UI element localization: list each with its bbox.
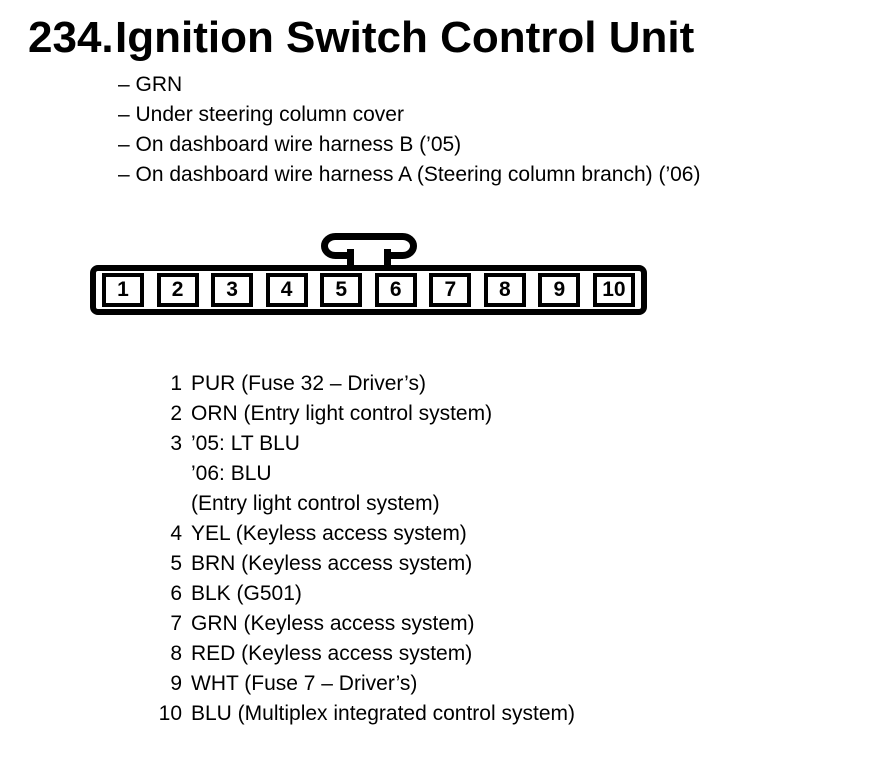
pinout-pin-description: GRN (Keyless access system) (191, 609, 475, 639)
pinout-line: PUR (Fuse 32 – Driver’s) (191, 372, 426, 395)
attribute-item: – GRN (118, 73, 183, 96)
connector-pin-cell: 4 (265, 273, 308, 307)
attribute-list: – GRN – Under steering column cover – On d… (118, 70, 700, 190)
pinout-line: ’06: BLU (191, 462, 272, 485)
pinout-line: ORN (Entry light control system) (191, 402, 493, 425)
page-header: 234. Ignition Switch Control Unit (28, 16, 694, 60)
pinout-pin-number: 9 (170, 672, 182, 695)
pinout-row: 1 PUR (Fuse 32 – Driver’s) (0, 369, 575, 399)
attribute-item: – On dashboard wire harness A (Steering … (118, 163, 701, 186)
pinout-row: 5 BRN (Keyless access system) (0, 549, 575, 579)
connector-latch (321, 233, 417, 269)
pinout-row: 7 GRN (Keyless access system) (0, 609, 575, 639)
connector-pin-cell: 7 (429, 273, 472, 307)
pinout-pin-description: RED (Keyless access system) (191, 639, 472, 669)
connector-pin-cell: 10 (592, 273, 635, 307)
pinout-pin-description: YEL (Keyless access system) (191, 519, 467, 549)
pinout-pin-description: BRN (Keyless access system) (191, 549, 472, 579)
attribute-item: – On dashboard wire harness B (’05) (118, 133, 462, 156)
pinout-pin-number: 3 (170, 432, 182, 455)
attribute-item: – Under steering column cover (118, 103, 404, 126)
pinout-pin-number: 6 (170, 582, 182, 605)
pinout-pin-description: ORN (Entry light control system) (191, 399, 492, 429)
pinout-line: RED (Keyless access system) (191, 642, 473, 665)
pinout-line: YEL (Keyless access system) (191, 522, 467, 545)
pinout-line: BLK (G501) (191, 582, 302, 605)
pinout-list: 1 PUR (Fuse 32 – Driver’s) 2 ORN (Entry lig… (0, 369, 575, 729)
pinout-line: WHT (Fuse 7 – Driver’s) (191, 672, 418, 695)
pinout-line: BLU (Multiplex integrated control system… (191, 702, 575, 725)
connector-pin-cell: 2 (156, 273, 199, 307)
pinout-pin-number: 7 (170, 612, 182, 635)
pinout-line: (Entry light control system) (191, 492, 440, 515)
pinout-pin-number: 10 (158, 702, 182, 725)
pinout-pin-description: ’05: LT BLU ’06: BLU (Entry light control … (191, 429, 440, 519)
pinout-row: 2 ORN (Entry light control system) (0, 399, 575, 429)
connector-pin-cell: 3 (211, 273, 254, 307)
pinout-pin-description: BLU (Multiplex integrated control system… (191, 699, 575, 729)
connector-pin-cell: 8 (483, 273, 526, 307)
pinout-pin-description: WHT (Fuse 7 – Driver’s) (191, 669, 417, 699)
pinout-row: 9 WHT (Fuse 7 – Driver’s) (0, 669, 575, 699)
connector-pin-cell: 9 (538, 273, 581, 307)
pinout-pin-number: 1 (170, 372, 182, 395)
connector-pin-cell: 5 (320, 273, 363, 307)
pinout-row: 10 BLU (Multiplex integrated control syst… (0, 699, 575, 729)
connector-pin-cell: 6 (374, 273, 417, 307)
pinout-line: GRN (Keyless access system) (191, 612, 475, 635)
page-title: Ignition Switch Control Unit (115, 13, 695, 62)
pinout-line: BRN (Keyless access system) (191, 552, 473, 575)
pinout-pin-number: 5 (170, 552, 182, 575)
pinout-line: ’05: LT BLU (191, 432, 300, 455)
pinout-pin-number: 4 (170, 522, 182, 545)
pinout-pin-description: BLK (G501) (191, 579, 302, 609)
connector-pin-cell: 1 (102, 273, 144, 307)
pinout-row: 4 YEL (Keyless access system) (0, 519, 575, 549)
pinout-pin-number: 2 (170, 402, 182, 425)
pinout-row: 6 BLK (G501) (0, 579, 575, 609)
section-number: 234. (28, 13, 114, 62)
pinout-pin-number: 8 (170, 642, 182, 665)
pinout-row: 3 ’05: LT BLU ’06: BLU (Entry light control… (0, 429, 575, 519)
pinout-pin-description: PUR (Fuse 32 – Driver’s) (191, 369, 426, 399)
pinout-row: 8 RED (Keyless access system) (0, 639, 575, 669)
